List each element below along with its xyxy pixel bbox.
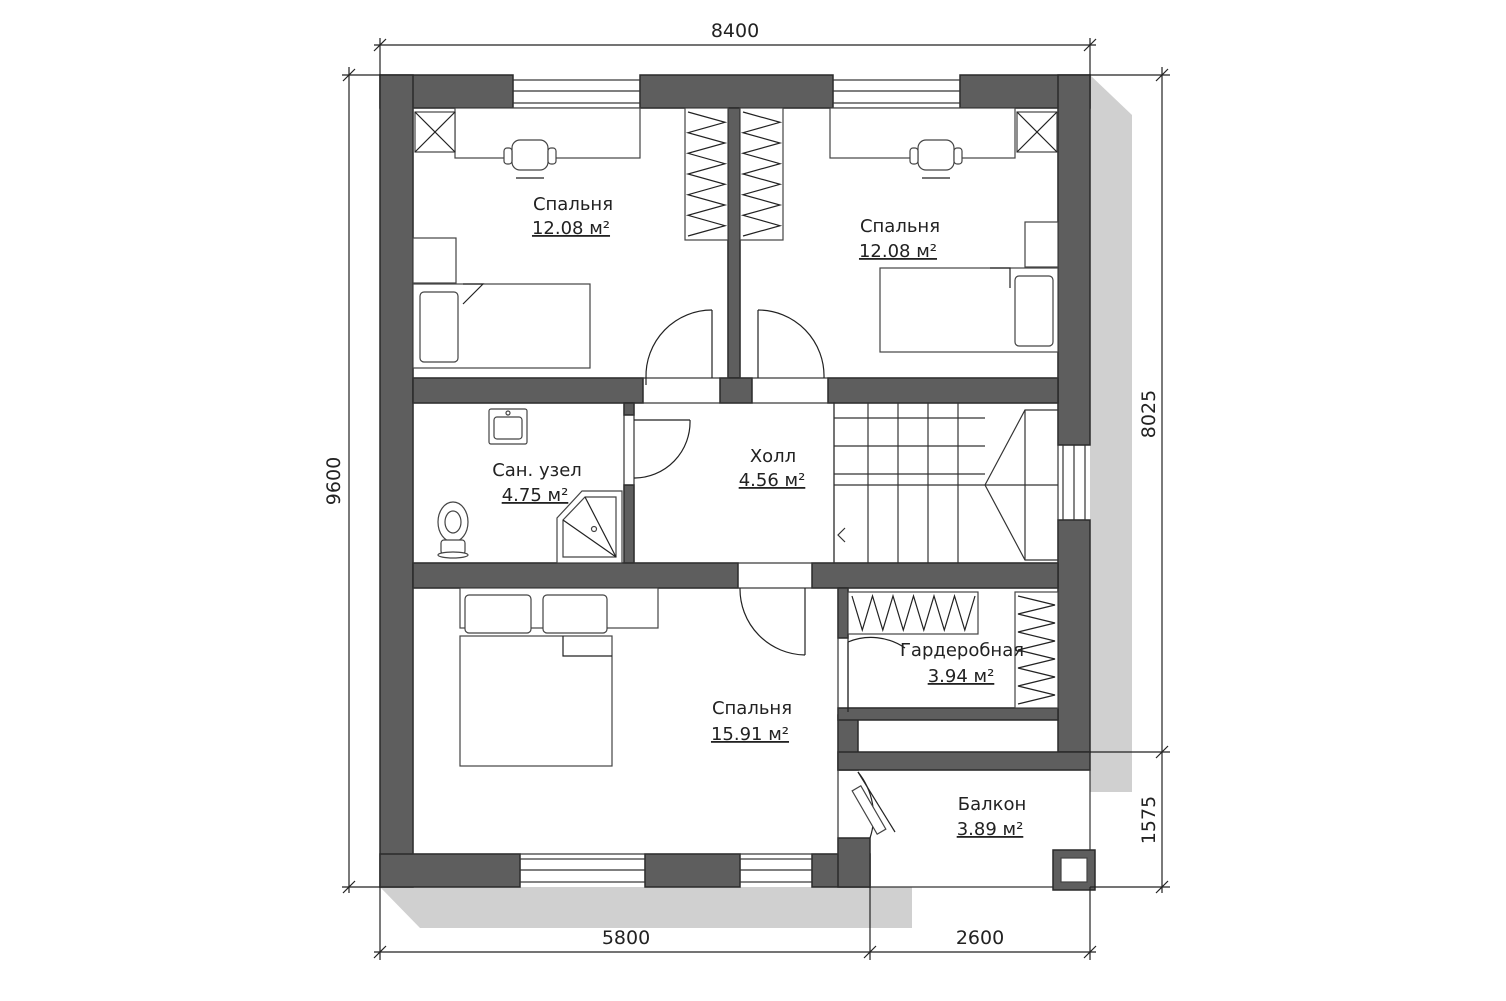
shower-icon	[556, 490, 623, 564]
chair-icon	[909, 139, 963, 179]
room-area-bedroom-2: 12.08 м²	[859, 241, 937, 262]
dim-bottom-left: 5800	[602, 927, 650, 949]
closet-bedroom-2	[739, 107, 784, 241]
chair-icon	[503, 139, 557, 179]
bed-master	[459, 587, 659, 767]
building-shadow	[380, 75, 1132, 928]
room-area-master-bedroom: 15.91 м²	[711, 724, 789, 745]
bed-bedroom-2	[879, 221, 1059, 353]
bed-bedroom-1	[412, 237, 591, 369]
room-name-bathroom: Сан. узел	[492, 460, 582, 481]
closet-bedroom-1	[684, 107, 729, 241]
toilet-icon	[437, 501, 469, 559]
dim-right-lower: 1575	[1138, 796, 1160, 844]
room-name-dressing: Гардеробная	[900, 640, 1024, 661]
room-area-dressing: 3.94 м²	[928, 666, 995, 687]
dim-bottom-right: 2600	[956, 927, 1004, 949]
dim-top-width: 8400	[711, 20, 759, 42]
dim-left-height: 9600	[323, 457, 345, 505]
closet-dressing-side	[1014, 591, 1059, 709]
room-name-balcony: Балкон	[958, 794, 1027, 815]
room-area-balcony: 3.89 м²	[957, 819, 1024, 840]
room-area-bathroom: 4.75 м²	[502, 485, 569, 506]
room-name-bedroom-1: Спальня	[533, 194, 613, 215]
balcony	[870, 769, 1096, 891]
room-area-hall: 4.56 м²	[739, 470, 806, 491]
room-name-hall: Холл	[750, 446, 796, 467]
room-area-bedroom-1: 12.08 м²	[532, 218, 610, 239]
desk-bedroom-2	[829, 107, 1058, 159]
staircase	[833, 402, 1059, 564]
dim-right-upper: 8025	[1138, 390, 1160, 438]
sink-icon	[488, 408, 528, 445]
closet-dressing-top	[847, 591, 979, 635]
dimension-lines	[342, 38, 1170, 960]
room-name-master-bedroom: Спальня	[712, 698, 792, 719]
doors	[633, 309, 906, 839]
windows	[512, 79, 1086, 883]
room-name-bedroom-2: Спальня	[860, 216, 940, 237]
